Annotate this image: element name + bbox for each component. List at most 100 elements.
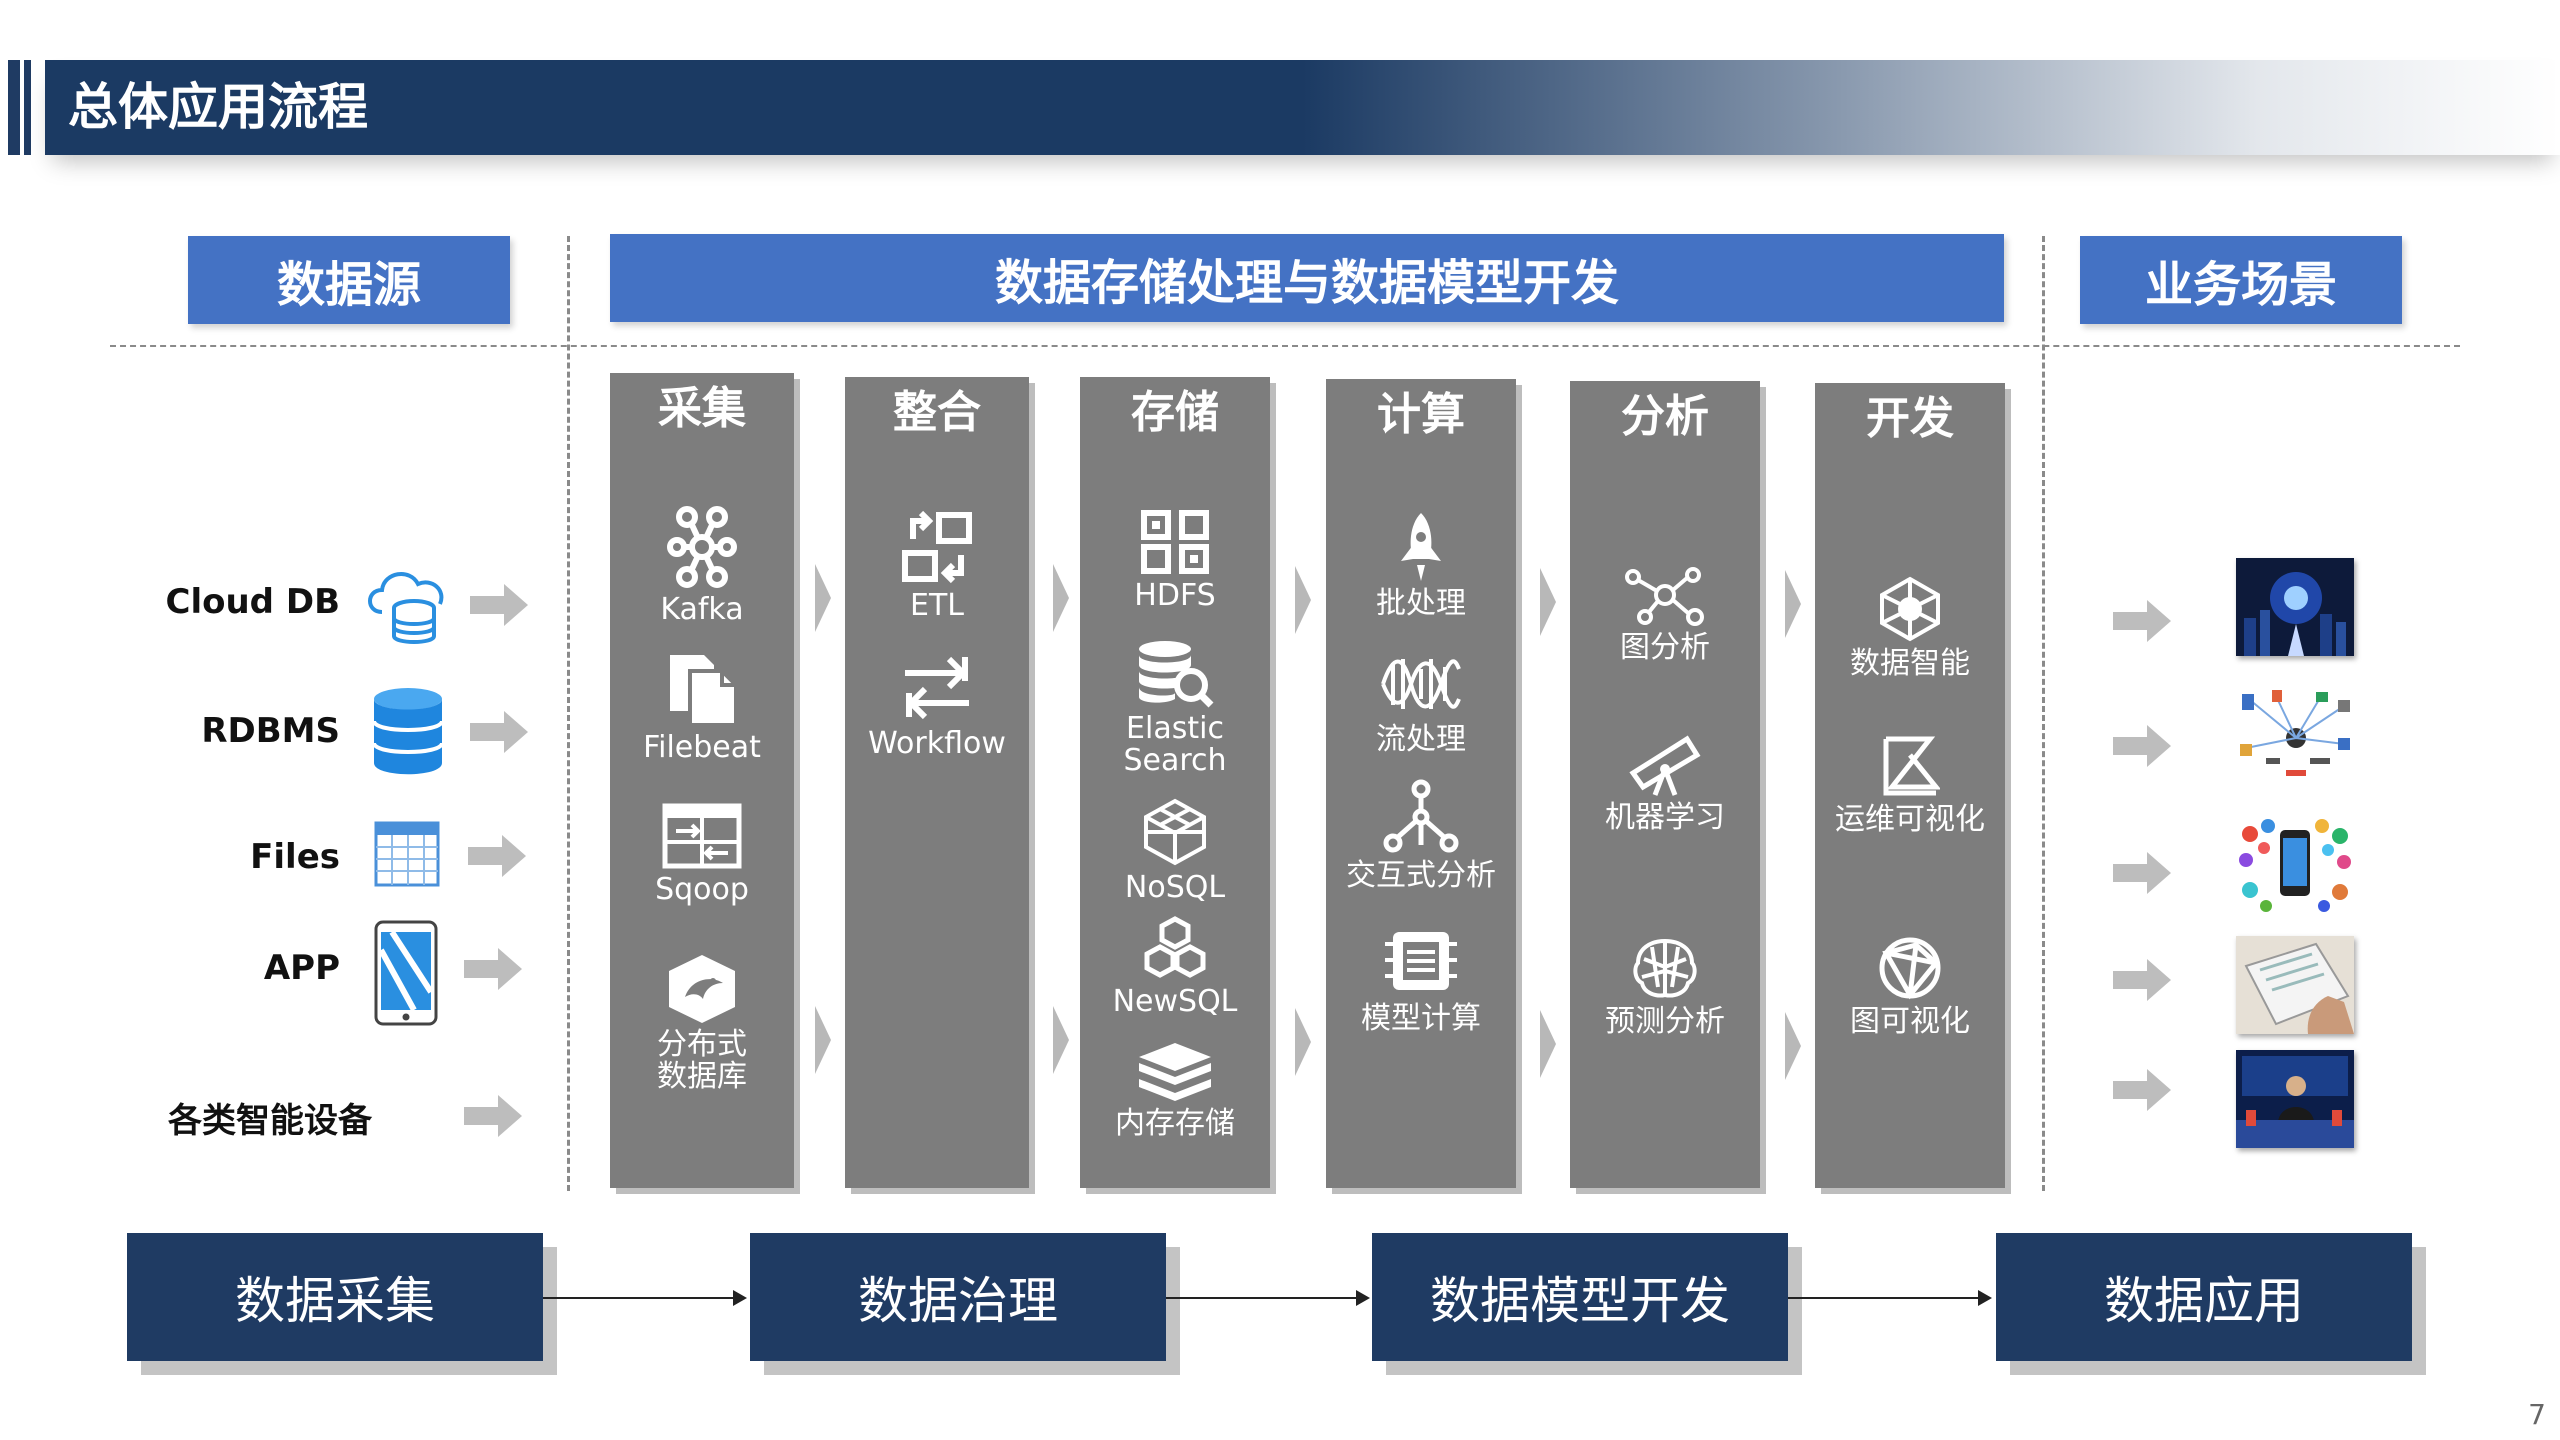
item-ops-visualization: 运维可视化 bbox=[1815, 735, 2005, 837]
source-label: Cloud DB bbox=[165, 582, 340, 622]
header-business-scenario: 业务场景 bbox=[2080, 236, 2402, 324]
item-label: 内存存储 bbox=[1115, 1106, 1235, 1141]
item-distributed-db: 分布式 数据库 bbox=[610, 953, 794, 1093]
cube-icon bbox=[1144, 798, 1206, 866]
scenario-arrow bbox=[2112, 723, 2174, 773]
column-title: 分析 bbox=[1621, 391, 1709, 442]
column-title: 存储 bbox=[1131, 387, 1219, 438]
arrow-right-icon bbox=[2113, 725, 2171, 767]
chevron-right-icon bbox=[815, 1006, 831, 1074]
arrow-right-icon bbox=[468, 835, 526, 877]
transfer-table-icon bbox=[662, 803, 742, 869]
item-label: Filebeat bbox=[643, 730, 761, 765]
scenario-arrow bbox=[2112, 850, 2174, 900]
item-label: Sqoop bbox=[655, 872, 749, 907]
column-title: 采集 bbox=[658, 383, 746, 434]
chip-icon bbox=[1385, 932, 1457, 990]
item-graph-visualization: 图可视化 bbox=[1815, 935, 2005, 1039]
item-newsql: NewSQL bbox=[1080, 915, 1270, 1019]
etl-icon bbox=[902, 510, 972, 584]
item-label: 模型计算 bbox=[1361, 1001, 1481, 1036]
chevron-right-icon bbox=[1540, 568, 1556, 636]
tablet-hand-thumbnail bbox=[2236, 936, 2354, 1034]
header-processing: 数据存储处理与数据模型开发 bbox=[610, 234, 2004, 322]
horizontal-divider bbox=[110, 345, 2460, 347]
cubes-icon bbox=[1144, 916, 1206, 978]
item-batch: 批处理 bbox=[1326, 511, 1516, 621]
source-label: Files bbox=[250, 837, 340, 877]
arrow-right-icon bbox=[470, 584, 528, 626]
page-title: 总体应用流程 bbox=[68, 78, 368, 136]
item-label: Elastic Search bbox=[1080, 713, 1270, 777]
database-search-icon bbox=[1139, 641, 1214, 708]
flow-step-model-dev: 数据模型开发 bbox=[1372, 1233, 1788, 1361]
item-nosql: NoSQL bbox=[1080, 797, 1270, 905]
item-predictive: 预测分析 bbox=[1570, 937, 1760, 1039]
item-sqoop: Sqoop bbox=[610, 803, 794, 907]
source-label: 各类智能设备 bbox=[168, 1101, 372, 1141]
iot-devices-thumbnail bbox=[2236, 688, 2354, 786]
item-label: 图可视化 bbox=[1850, 1004, 1970, 1039]
item-stream: 流处理 bbox=[1326, 649, 1516, 757]
column-analysis: 分析 图分析 机器学习 预测分析 bbox=[1570, 381, 1760, 1188]
source-app: APP bbox=[140, 918, 540, 1028]
flow-step-governance: 数据治理 bbox=[750, 1233, 1166, 1361]
workflow-icon bbox=[905, 656, 969, 720]
hdfs-icon bbox=[1141, 510, 1209, 574]
source-label: RDBMS bbox=[201, 711, 340, 751]
flow-connector-arrow bbox=[543, 1290, 747, 1306]
item-label: NoSQL bbox=[1124, 870, 1226, 905]
item-machine-learning: 机器学习 bbox=[1570, 733, 1760, 835]
item-label: ETL bbox=[910, 588, 964, 623]
item-label: 分布式 数据库 bbox=[610, 1029, 794, 1093]
chevron-right-icon bbox=[1053, 564, 1069, 632]
chevron-right-icon bbox=[1785, 570, 1801, 638]
item-elastic-search: Elastic Search bbox=[1080, 639, 1270, 777]
mobile-apps-thumbnail bbox=[2236, 816, 2354, 914]
chevron-right-icon bbox=[1785, 1012, 1801, 1080]
flow-connector-arrow bbox=[1788, 1290, 1992, 1306]
kafka-icon bbox=[667, 506, 737, 588]
source-label: APP bbox=[263, 948, 340, 988]
chevron-right-icon bbox=[1540, 1010, 1556, 1078]
item-label: 流处理 bbox=[1376, 722, 1466, 757]
chevron-right-icon bbox=[1053, 1006, 1069, 1074]
column-compute: 计算 批处理 流处理 交互式分析 bbox=[1326, 379, 1516, 1188]
item-label: Workflow bbox=[868, 726, 1006, 761]
arrow-right-icon bbox=[2113, 852, 2171, 894]
hexagon-network-icon bbox=[1880, 576, 1940, 642]
spreadsheet-icon bbox=[374, 821, 440, 887]
item-label-line: 分布式 bbox=[657, 1027, 747, 1062]
arrow-right-icon bbox=[2113, 1069, 2171, 1111]
item-label: Kafka bbox=[660, 592, 744, 627]
brain-icon bbox=[1633, 938, 1697, 998]
network-tree-icon bbox=[1383, 779, 1459, 853]
item-label: 图分析 bbox=[1620, 630, 1710, 665]
source-files: Files bbox=[140, 815, 540, 895]
database-icon bbox=[372, 688, 444, 775]
vertical-divider-right bbox=[2042, 236, 2045, 1191]
item-memory-storage: 内存存储 bbox=[1080, 1041, 1270, 1141]
scenario-arrow bbox=[2112, 598, 2174, 648]
page-number: 7 bbox=[2528, 1398, 2546, 1431]
arrow-right-icon bbox=[2113, 959, 2171, 1001]
item-label-line: 数据库 bbox=[657, 1059, 747, 1094]
tech-city-thumbnail bbox=[2236, 558, 2354, 656]
item-interactive: 交互式分析 bbox=[1326, 779, 1516, 893]
arrow-right-icon bbox=[470, 711, 528, 753]
item-hdfs: HDFS bbox=[1080, 509, 1270, 613]
item-etl: ETL bbox=[845, 509, 1029, 623]
item-workflow: Workflow bbox=[845, 653, 1029, 761]
cloud-database-icon bbox=[368, 572, 444, 644]
graph-icon bbox=[1625, 567, 1704, 626]
item-label: NewSQL bbox=[1112, 984, 1238, 1019]
item-model-compute: 模型计算 bbox=[1326, 924, 1516, 1036]
vertical-divider-left bbox=[567, 236, 570, 1191]
arrow-right-icon bbox=[2113, 600, 2171, 642]
item-label: 机器学习 bbox=[1605, 800, 1725, 835]
rocket-icon bbox=[1401, 513, 1441, 581]
item-label: 数据智能 bbox=[1850, 646, 1970, 681]
column-title: 开发 bbox=[1866, 393, 1954, 444]
title-accent-bar bbox=[8, 60, 20, 155]
item-label: 预测分析 bbox=[1605, 1004, 1725, 1039]
